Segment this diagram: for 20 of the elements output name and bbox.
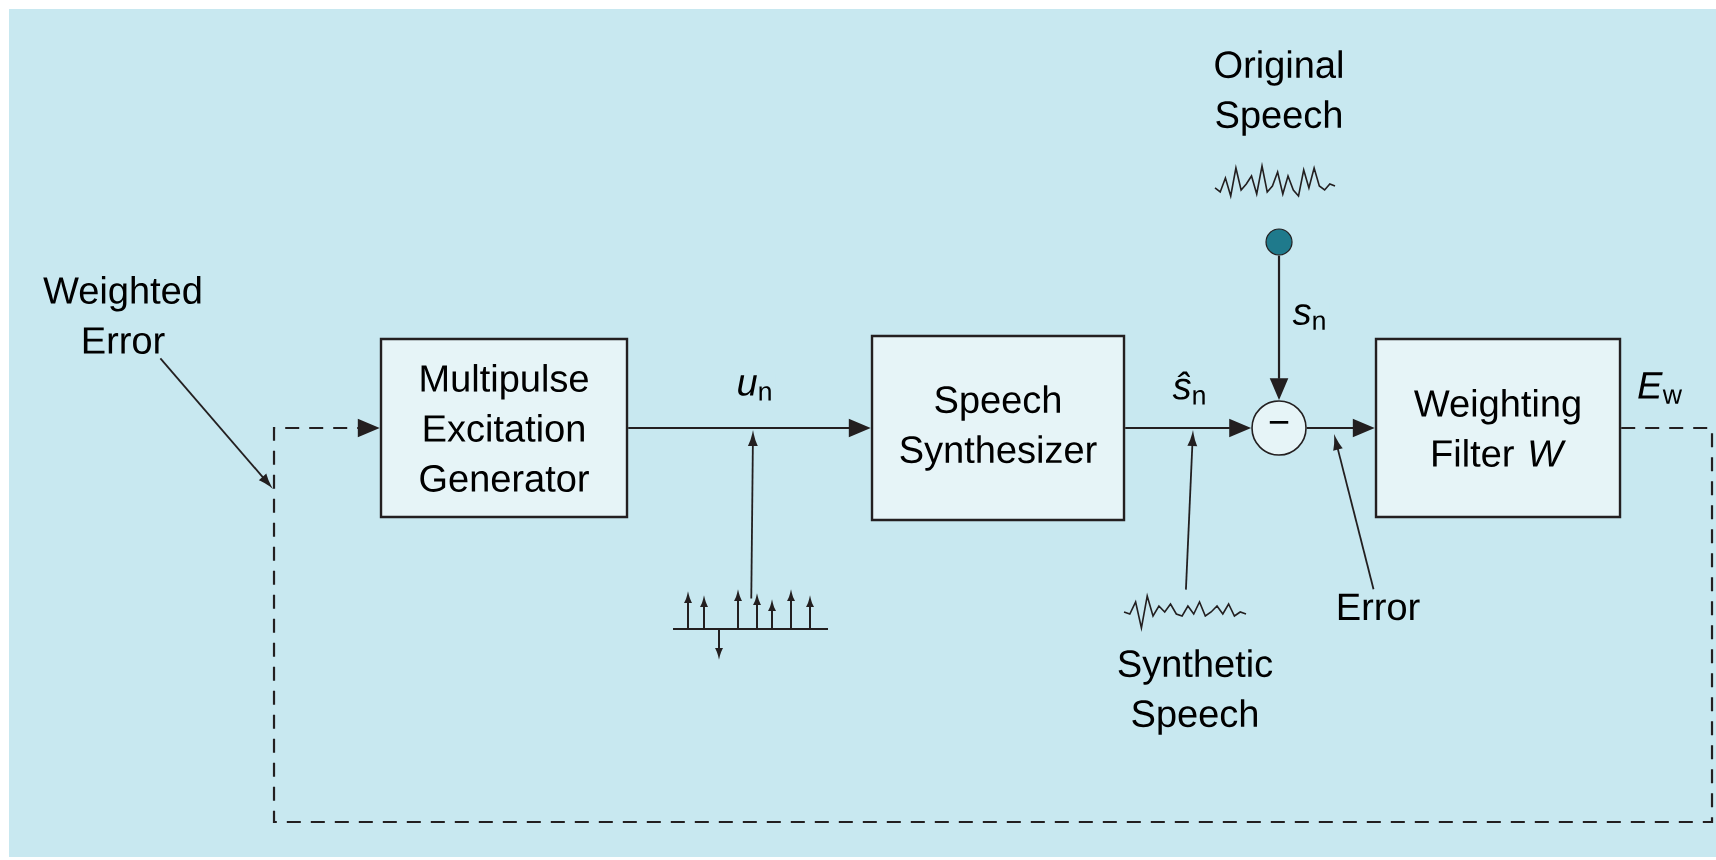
edge-label: ŝ$_{n}$	[1172, 371, 1205, 405]
caption-text: Original Speech	[1215, 50, 1342, 136]
annotation-text: Weighted Error	[43, 276, 201, 354]
process-box: Multipulse Excitation Generator	[379, 337, 629, 519]
process-box: Weighting Filter W	[1374, 337, 1622, 519]
pulse-train-drawing	[672, 592, 829, 657]
arrow	[159, 357, 272, 487]
annotation-text: Error	[1338, 593, 1420, 621]
edge-label: s$_{n}$	[1292, 304, 1325, 330]
process-box: Speech Synthesizer	[870, 334, 1126, 522]
arrow	[272, 418, 1714, 824]
caption-text: Synthetic Speech	[1118, 649, 1273, 735]
edge-label: u$_{n}$	[738, 375, 771, 401]
waveform-drawing	[1123, 592, 1247, 633]
summing-junction: −	[1251, 400, 1307, 456]
edge-label: E$_{w}$	[1638, 372, 1682, 404]
arrow	[1185, 433, 1197, 591]
arrow	[1333, 437, 1375, 591]
input-dot	[1265, 228, 1293, 256]
arrow	[748, 433, 758, 600]
